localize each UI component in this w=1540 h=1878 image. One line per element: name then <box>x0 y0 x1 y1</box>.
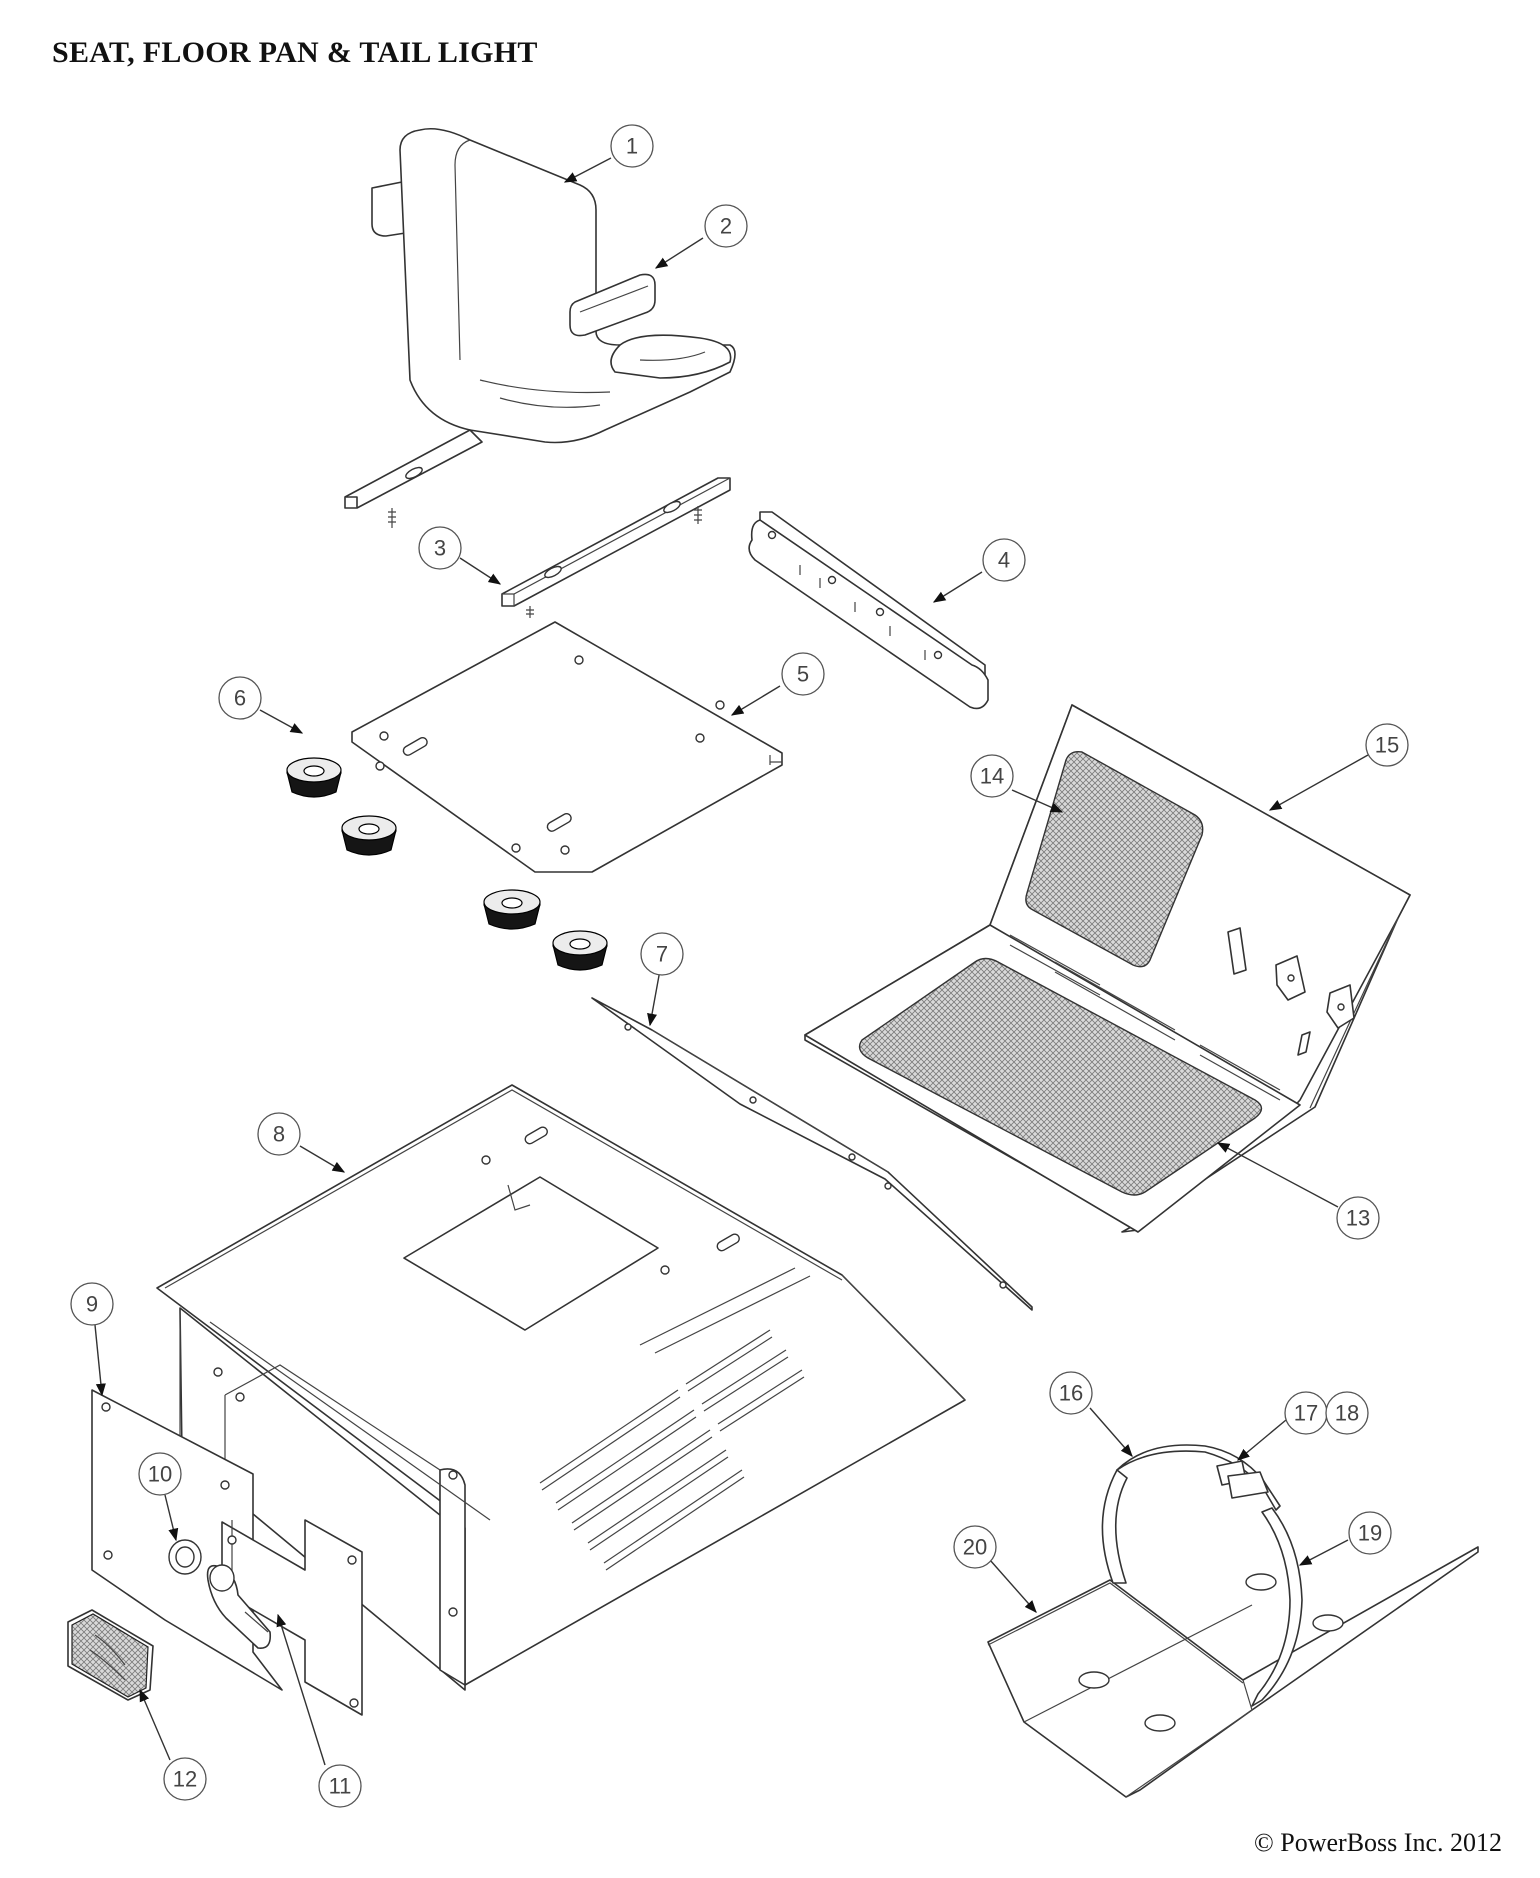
callout-3-label: 3 <box>434 536 446 561</box>
callout-6: 6 <box>218 676 262 720</box>
callout-12-label: 12 <box>173 1767 197 1792</box>
callout-7: 7 <box>640 932 684 976</box>
floor-pan-part <box>804 704 1411 1233</box>
callout-9-label: 9 <box>86 1292 98 1317</box>
callout-16-label: 16 <box>1059 1381 1083 1406</box>
callout-1: 1 <box>610 124 654 168</box>
callout-17-label: 17 <box>1294 1401 1318 1426</box>
seat-box-part <box>156 1084 966 1691</box>
callout-leaders <box>94 157 1369 1766</box>
copyright-notice: © PowerBoss Inc. 2012 <box>1254 1828 1502 1857</box>
callout-13-label: 13 <box>1346 1206 1370 1231</box>
callout-10-label: 10 <box>148 1462 172 1487</box>
seat-rail-part <box>501 477 731 618</box>
callout-15-label: 15 <box>1375 733 1399 758</box>
seat-part <box>344 127 736 528</box>
callout-18-label: 18 <box>1335 1401 1359 1426</box>
callout-11-label: 11 <box>329 1774 352 1799</box>
callout-15: 15 <box>1365 723 1409 767</box>
callout-13: 13 <box>1336 1196 1380 1240</box>
battery-tray-part <box>987 1444 1479 1798</box>
callout-5-label: 5 <box>797 662 809 687</box>
hinge-part <box>748 511 989 710</box>
rubber-isolators-part <box>286 757 608 971</box>
callout-14-label: 14 <box>980 764 1004 789</box>
page-title: SEAT, FLOOR PAN & TAIL LIGHT <box>52 36 538 69</box>
callout-7-label: 7 <box>656 942 668 967</box>
callout-20: 20 <box>953 1525 997 1569</box>
callout-1-label: 1 <box>626 134 638 159</box>
seat-mount-plate-part <box>351 621 783 873</box>
callout-6-label: 6 <box>234 686 246 711</box>
callout-2-label: 2 <box>720 214 732 239</box>
angle-bracket-part <box>591 997 1033 1311</box>
callout-4: 4 <box>982 538 1026 582</box>
callout-17: 17 <box>1284 1391 1328 1435</box>
callout-19-label: 19 <box>1358 1521 1382 1546</box>
callout-11: 11 <box>318 1764 362 1808</box>
callout-16: 16 <box>1049 1371 1093 1415</box>
callout-19: 19 <box>1348 1511 1392 1555</box>
callout-20-label: 20 <box>963 1535 987 1560</box>
callout-14: 14 <box>970 754 1014 798</box>
callout-2: 2 <box>704 204 748 248</box>
callout-8-label: 8 <box>273 1122 285 1147</box>
callout-18: 18 <box>1325 1391 1369 1435</box>
callout-10: 10 <box>138 1452 182 1496</box>
callout-3: 3 <box>418 526 462 570</box>
callout-9: 9 <box>70 1282 114 1326</box>
callout-5: 5 <box>781 652 825 696</box>
callout-8: 8 <box>257 1112 301 1156</box>
callout-12: 12 <box>163 1757 207 1801</box>
callout-4-label: 4 <box>998 548 1010 573</box>
tail-light-assembly-part <box>67 1389 363 1716</box>
